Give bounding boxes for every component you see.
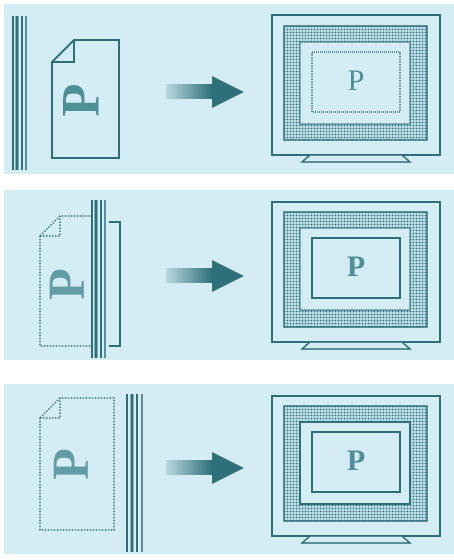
arrow-icon [166,76,244,108]
arrow-icon [166,260,244,292]
scanner-bar [12,16,30,170]
document-icon: P [50,40,119,158]
document-letter: P [43,448,100,480]
document-icon: P [40,398,114,530]
step-2-panel: P P [4,190,454,360]
monitor-icon: P [272,202,440,349]
step-1-illustration: P P [4,4,454,174]
scanner-bar [91,200,109,358]
monitor-icon: P [272,396,440,543]
step-3-panel: P P [4,384,454,554]
step-2-illustration: P P [4,190,454,360]
document-letter: P [39,268,96,300]
screen-letter: P [348,64,365,97]
document-letter: P [50,84,110,117]
step-1-panel: P P [4,4,454,174]
screen-letter: P [347,250,365,283]
arrow-icon [166,452,244,484]
screen-letter: P [347,444,365,477]
step-3-illustration: P P [4,384,454,554]
scanner-bar [125,394,147,552]
monitor-icon: P [272,15,440,162]
